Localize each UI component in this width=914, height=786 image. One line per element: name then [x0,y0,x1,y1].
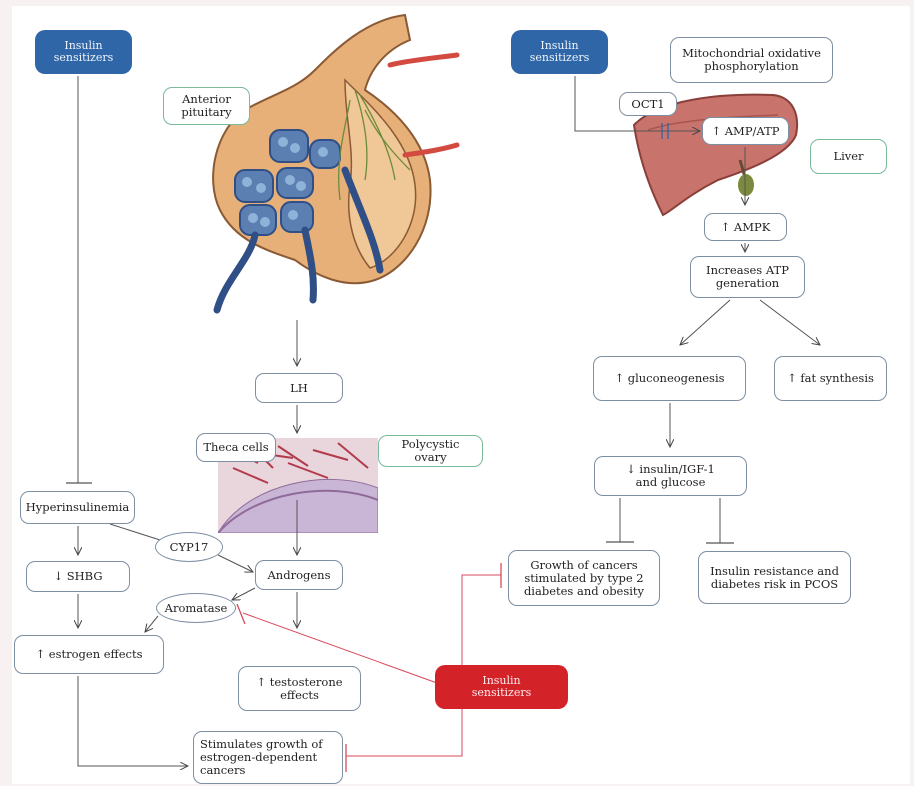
insulin-sensitizers-bottom: Insulin sensitizers [435,665,568,709]
testosterone-effects-box: ↑ testosterone effects [238,666,361,711]
insulin-sensitizers-top-right: Insulin sensitizers [511,30,608,74]
androgens-box: Androgens [255,560,343,590]
lh-box: LH [255,373,343,403]
arrow-hyper-cyp17 [110,524,160,540]
insulin-resistance-box: Insulin resistance and diabetes risk in … [698,551,851,604]
hyperinsulinemia-box: Hyperinsulinemia [20,491,135,524]
inhibit-line-stimulates [346,709,462,756]
arrow-atp-gluco [680,300,730,345]
anterior-pituitary-box: Anterior pituitary [163,87,250,125]
growth-cancers-box: Growth of cancers stimulated by type 2 d… [508,550,660,606]
arrow-androgens-aromatase [232,588,255,600]
gluconeogenesis-box: ↑ gluconeogenesis [593,356,746,401]
fat-synthesis-box: ↑ fat synthesis [774,356,887,401]
cyp17-box: CYP17 [155,532,223,562]
insulin-igf-box: ↓ insulin/IGF-1 and glucose [594,456,747,496]
mitochondrial-box: Mitochondrial oxidative phosphorylation [670,37,833,83]
aromatase-box: Aromatase [156,593,236,623]
arrow-atp-fat [760,300,820,345]
increases-atp-box: Increases ATP generation [690,256,805,298]
theca-cells-box: Theca cells [196,433,276,462]
amp-atp-box: ↑ AMP/ATP [702,117,789,145]
ampk-box: ↑ AMPK [704,213,787,241]
arrow-aromatase-estrogen [145,616,158,632]
shbg-box: ↓ SHBG [26,561,130,592]
stimulates-growth-box: Stimulates growth of estrogen-dependent … [193,731,343,784]
inhibit-line-growth [462,575,501,665]
polycystic-ovary-box: Polycystic ovary [378,435,483,467]
liver-label-box: Liver [810,139,887,174]
arrow-cyp17-androgens [218,555,253,572]
insulin-sensitizers-top-left: Insulin sensitizers [35,30,132,74]
arrow-estrogen-stimulates [78,676,188,766]
inhibit-bar-aromatase [237,604,245,624]
estrogen-effects-box: ↑ estrogen effects [14,635,164,674]
oct1-box: OCT1 [619,92,677,116]
